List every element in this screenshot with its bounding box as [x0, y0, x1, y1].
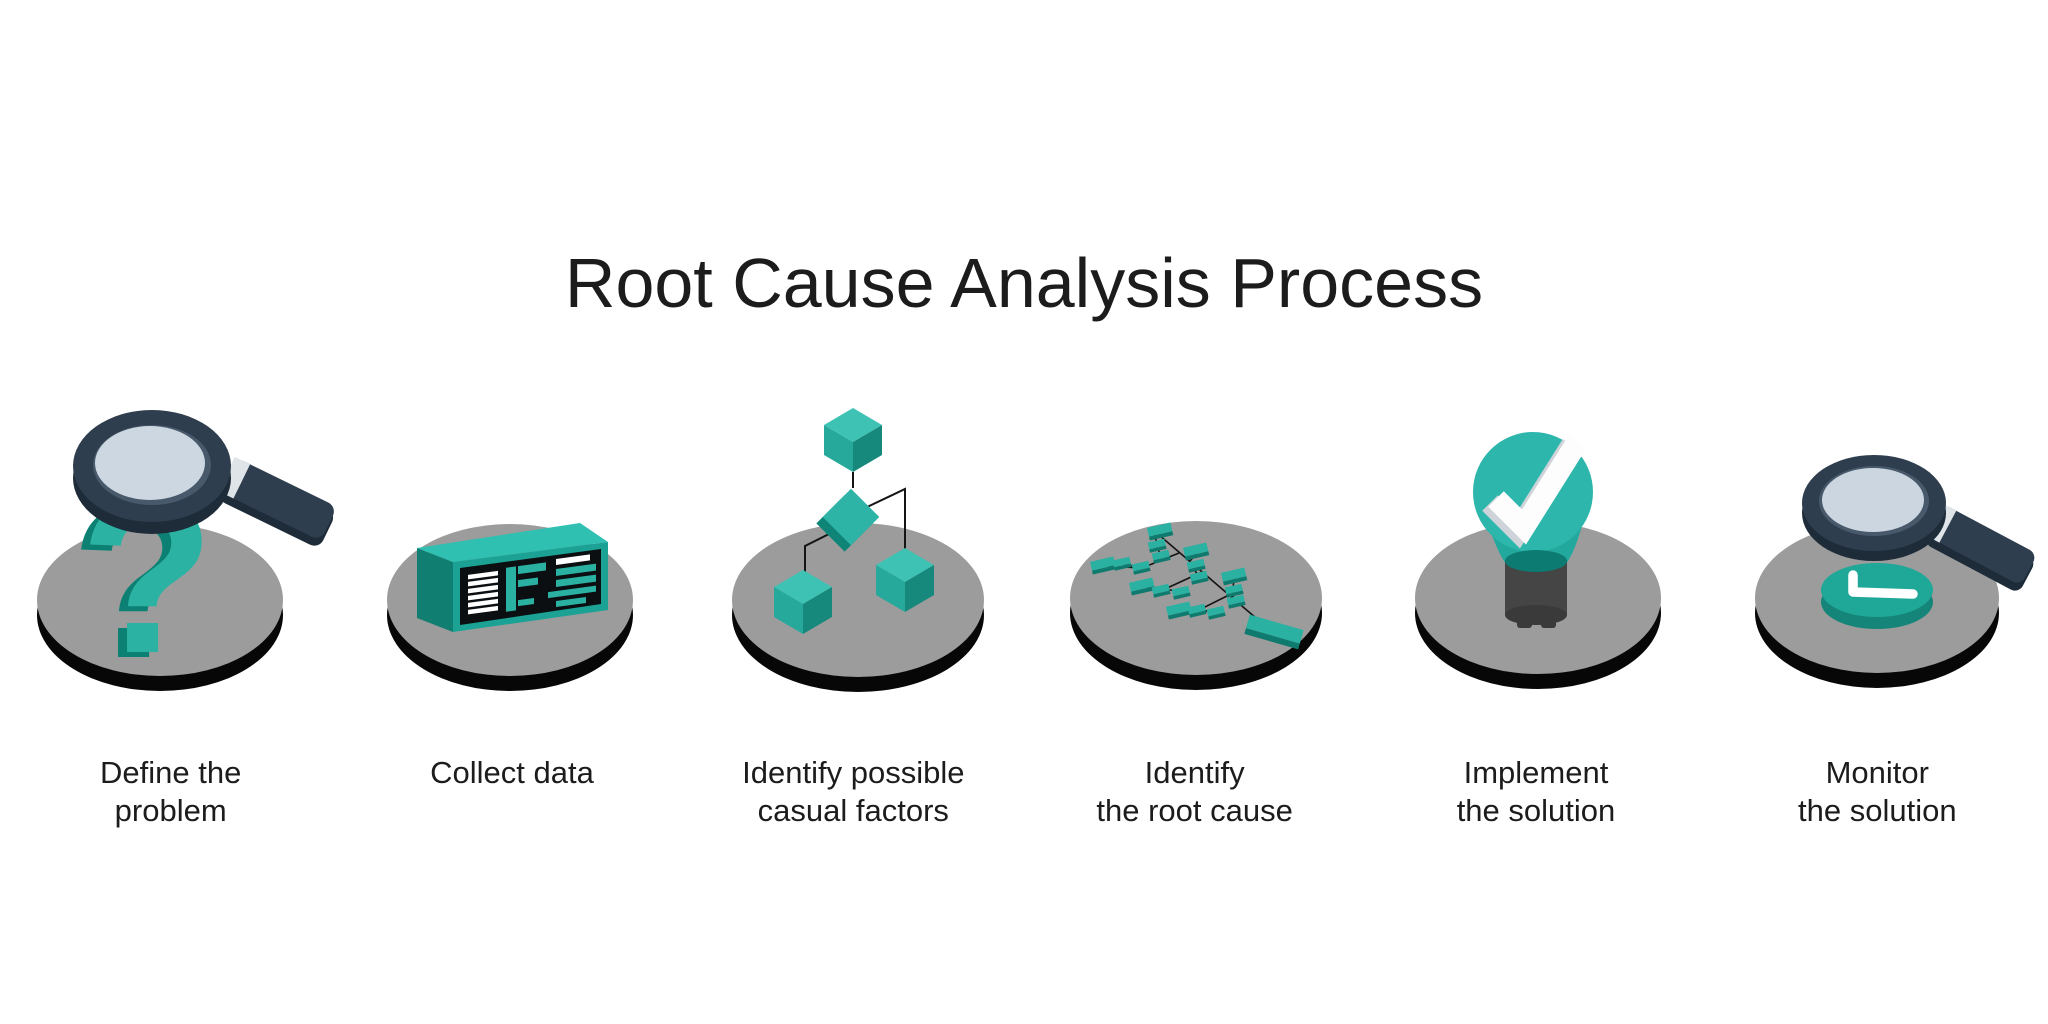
platform: [731, 523, 984, 692]
magnifier-clock-icon: [1754, 455, 2035, 688]
data-board: [417, 523, 609, 632]
step-label: Define the problem: [100, 755, 242, 829]
step-label: Collect data: [430, 755, 594, 790]
bulb-socket: [1505, 550, 1568, 628]
lightbulb-check-icon: [1415, 432, 1662, 689]
cube-top: [823, 408, 882, 472]
step-identify-root-cause: Identify the root cause: [1024, 280, 1365, 831]
step-monitor-solution: Monitor the solution: [1707, 280, 2048, 831]
step-label: Monitor the solution: [1798, 755, 1957, 829]
clock: [1820, 563, 1933, 629]
step-label: Identify possible casual factors: [742, 755, 965, 829]
step-implement-solution: Implement the solution: [1365, 280, 1706, 831]
cube-right: [875, 548, 934, 612]
step-identify-causal-factors: Identify possible casual factors: [683, 280, 1024, 831]
lightbulb: [1473, 432, 1594, 628]
page-title: Root Cause Analysis Process: [564, 243, 1484, 322]
step-label: Identify the root cause: [1096, 755, 1293, 829]
checkmark: [1482, 435, 1588, 549]
cube-left: [773, 570, 832, 634]
branch-boxes: [1090, 522, 1304, 650]
magnifier: [1801, 455, 2035, 591]
screen-bars: [468, 554, 597, 615]
platform: [37, 524, 284, 691]
factor-tree-icon: [731, 408, 984, 692]
step-define-problem: ? ? Define the problem: [0, 280, 341, 831]
magnifier-question-icon: ? ?: [37, 410, 335, 704]
process-steps: ? ? Define the problem: [0, 280, 2048, 831]
root-branches-icon: [1070, 521, 1323, 690]
magnifier: [73, 410, 335, 546]
data-board-icon: [387, 523, 634, 691]
root-box: [1244, 614, 1304, 650]
step-collect-data: Collect data: [341, 280, 682, 831]
step-label: Implement the solution: [1456, 755, 1616, 829]
